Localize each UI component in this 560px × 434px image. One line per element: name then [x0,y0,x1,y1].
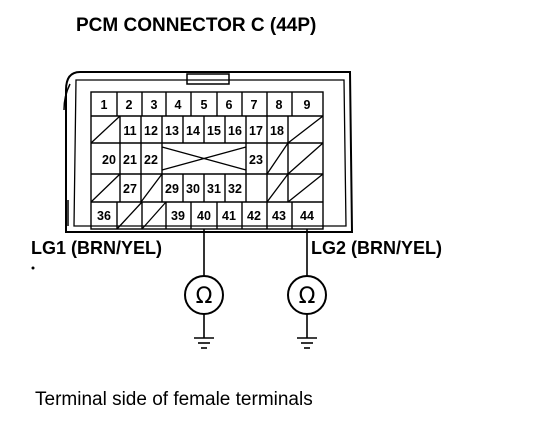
pin-20: 20 [102,153,116,167]
test-leads [184,229,327,338]
pin-15: 15 [207,124,221,138]
connector-housing [63,71,354,233]
pin-12: 12 [144,124,158,138]
pin-22: 22 [144,153,158,167]
pin-42: 42 [247,209,261,223]
ohm-symbol-left: Ω [196,284,213,309]
pin-44: 44 [300,209,314,223]
right-wire-label: LG2 (BRN/YEL) [311,238,442,258]
pin-29: 29 [165,182,179,196]
pin-11: 11 [123,124,136,138]
pin-7: 7 [251,98,258,112]
pin-39: 39 [171,209,185,223]
pin-16: 16 [228,124,242,138]
pin-13: 13 [165,124,179,138]
pin-6: 6 [226,98,233,112]
ohm-symbol-right: Ω [299,284,316,309]
pin-23: 23 [249,153,263,167]
ground-right-icon [297,337,317,349]
pin-30: 30 [186,182,200,196]
pin-43: 43 [272,209,286,223]
pin-3: 3 [151,98,158,112]
pin-40: 40 [197,209,211,223]
terminal-grid [90,91,324,230]
pin-17: 17 [249,124,263,138]
pin-1: 1 [101,98,108,112]
pin-4: 4 [175,98,182,112]
pin-36: 36 [97,209,111,223]
pin-41: 41 [222,209,236,223]
pin-27: 27 [123,182,137,196]
diagram-title: PCM CONNECTOR C (44P) [76,15,316,36]
diagram-caption: Terminal side of female terminals [35,389,313,410]
pin-21: 21 [123,153,137,167]
pin-8: 8 [276,98,283,112]
scan-speck [31,266,35,270]
pin-numbers: 1 2 3 4 5 6 7 8 9 11 12 13 14 15 16 17 1… [97,98,314,223]
pin-18: 18 [270,124,284,138]
pin-5: 5 [201,98,208,112]
pin-2: 2 [126,98,133,112]
pin-9: 9 [304,98,311,112]
empty-cavity-marks [90,115,324,230]
pin-31: 31 [207,182,221,196]
left-wire-label: LG1 (BRN/YEL) [31,238,162,258]
pin-14: 14 [186,124,200,138]
ground-left-icon [194,337,214,349]
pin-32: 32 [228,182,242,196]
